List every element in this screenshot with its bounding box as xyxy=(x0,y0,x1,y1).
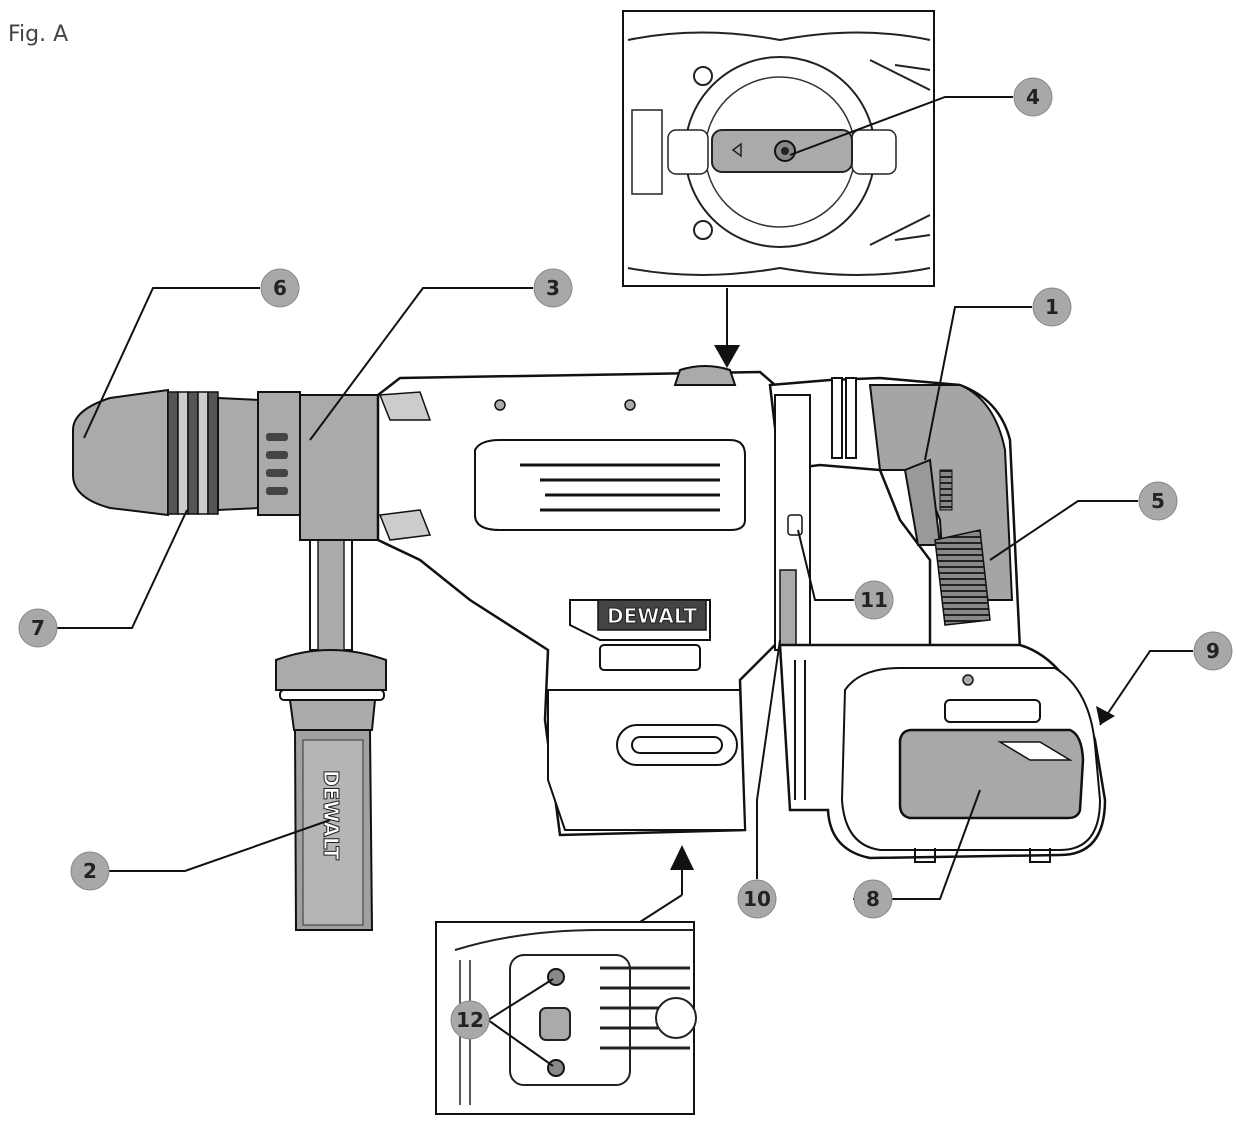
handle-brand-label: DEWALT xyxy=(319,770,343,860)
lock-on-switch xyxy=(774,394,811,651)
callout-4: 4 xyxy=(1013,77,1053,117)
svg-text:7: 7 xyxy=(31,616,45,640)
svg-text:1: 1 xyxy=(1045,295,1059,319)
arrow-down-icon xyxy=(714,345,740,368)
callout-9: 9 xyxy=(1193,631,1233,671)
callout-11: 11 xyxy=(854,580,894,620)
top-inset xyxy=(622,10,935,287)
rear-handle xyxy=(768,376,1022,652)
callout-6: 6 xyxy=(260,268,300,308)
svg-text:6: 6 xyxy=(273,276,287,300)
tool-body: DEWALT xyxy=(376,365,782,837)
callout-1: 1 xyxy=(1032,287,1072,327)
svg-text:10: 10 xyxy=(743,887,771,911)
callout-8: 8 xyxy=(853,879,893,919)
callout-3: 3 xyxy=(533,268,573,308)
figure-label: Fig. A xyxy=(8,22,69,47)
svg-text:5: 5 xyxy=(1151,489,1165,513)
svg-text:12: 12 xyxy=(456,1008,484,1032)
svg-text:2: 2 xyxy=(83,859,97,883)
arrow-up-icon xyxy=(670,845,694,870)
callout-10: 10 xyxy=(737,879,777,919)
callout-2: 2 xyxy=(70,851,110,891)
body-brand-label: DEWALT xyxy=(607,604,697,628)
svg-text:3: 3 xyxy=(546,276,560,300)
callout-7: 7 xyxy=(18,608,58,648)
callout-5: 5 xyxy=(1138,481,1178,521)
chuck xyxy=(72,388,379,541)
svg-text:4: 4 xyxy=(1026,85,1040,109)
svg-text:8: 8 xyxy=(866,887,880,911)
svg-text:9: 9 xyxy=(1206,639,1220,663)
arrow-icon xyxy=(1096,706,1115,725)
callout-12: 12 xyxy=(450,1000,490,1040)
battery-pack xyxy=(778,643,1107,863)
svg-text:11: 11 xyxy=(860,588,888,612)
